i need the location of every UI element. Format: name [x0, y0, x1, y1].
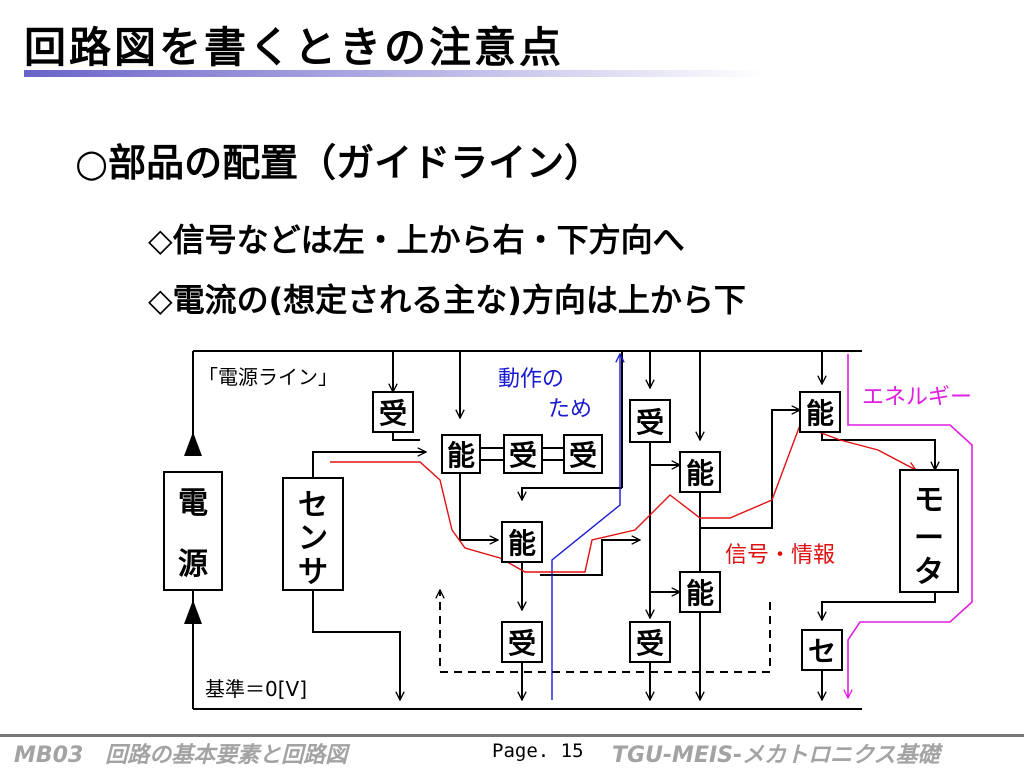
receiver-box-3 — [629, 399, 671, 443]
receiver-box-2a — [503, 434, 543, 474]
slide-title: 回路図を書くときの注意点 — [24, 23, 565, 72]
active-4-label: 能 — [686, 577, 714, 610]
page-number: Page. 15 — [492, 740, 584, 762]
footer-course-title: MB03 回路の基本要素と回路図 — [14, 743, 348, 768]
bullet-current-direction: ◇電流の(想定される主な)方向は上から下 — [148, 281, 746, 319]
se-box — [801, 629, 843, 671]
active-3-label: 能 — [686, 457, 714, 490]
wire-active1-active2 — [459, 473, 498, 540]
se-label: セ — [808, 635, 836, 668]
receiver-4-label: 受 — [508, 627, 536, 660]
active-box-2 — [501, 521, 543, 563]
active-box-4 — [679, 571, 721, 613]
receiver-1-label: 受 — [379, 397, 407, 430]
receiver-box-2b — [563, 434, 603, 474]
wire-rx1-horiz — [392, 432, 420, 441]
sensor-label-3: サ — [298, 555, 328, 590]
footer-course-name: TGU-MEIS-メカトロニクス基礎 — [612, 743, 940, 768]
bullet-signal-direction: ◇信号などは左・上から右・下方向へ — [148, 221, 685, 259]
wire-sensor-ground — [312, 590, 400, 700]
active-box-5 — [799, 391, 841, 433]
feedback-dashed-line — [440, 590, 771, 673]
wire-to-active-5 — [700, 410, 800, 529]
footer-rule — [0, 734, 1024, 737]
active-2-label: 能 — [508, 527, 536, 560]
energy-line — [848, 354, 973, 698]
receiver-3-label: 受 — [636, 406, 664, 439]
power-source-box — [163, 471, 223, 591]
receiver-box-1 — [372, 391, 414, 433]
power-label-1: 電 — [178, 486, 208, 521]
receiver-box-5 — [629, 621, 671, 663]
operation-line — [551, 354, 620, 700]
power-up-arrow-bottom — [184, 600, 202, 624]
active-box-3 — [679, 451, 721, 493]
active-box-1 — [441, 434, 481, 474]
receiver-box-4 — [501, 621, 543, 663]
active-5-label: 能 — [806, 397, 834, 430]
active-1-label: 能 — [447, 439, 475, 472]
sensor-label-2: ン — [298, 521, 328, 556]
motor-label-1: モ — [914, 483, 944, 518]
receiver-5-label: 受 — [636, 627, 664, 660]
operation-label-2: ため — [548, 397, 592, 422]
ground-label: 基準＝0[V] — [205, 677, 307, 701]
sensor-box — [282, 477, 344, 591]
power-line-label: 「電源ライン」 — [198, 365, 338, 389]
receiver-2b-label: 受 — [569, 439, 597, 472]
motor-label-3: タ — [914, 555, 944, 590]
power-up-arrow-top — [184, 432, 202, 456]
wire-sensor-out — [312, 452, 426, 478]
motor-label-2: ー — [914, 521, 944, 556]
sensor-label-1: セ — [298, 488, 328, 523]
energy-label: エネルギー — [862, 385, 972, 410]
wire-active5-motor — [821, 432, 935, 470]
wire-to-active-2 — [522, 487, 622, 500]
receiver-2a-label: 受 — [509, 439, 537, 472]
section-heading: ○部品の配置（ガイドライン） — [75, 141, 603, 185]
operation-label-1: 動作の — [498, 367, 564, 392]
title-underline — [24, 70, 764, 77]
motor-box — [899, 469, 959, 593]
power-label-2: 源 — [178, 547, 208, 582]
signal-label: 信号・情報 — [725, 543, 835, 568]
wire-motor-se — [822, 592, 936, 620]
wire-active2-out — [540, 540, 640, 576]
